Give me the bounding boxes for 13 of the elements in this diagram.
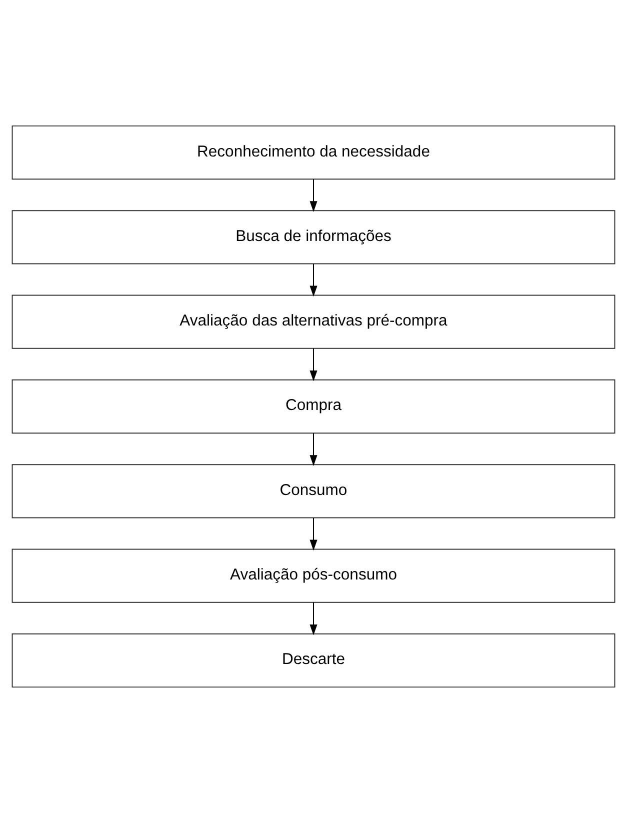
arrow	[310, 178, 318, 212]
node-box: Busca de informações	[12, 210, 616, 264]
node-box: Descarte	[12, 633, 616, 688]
arrow	[310, 602, 318, 636]
node-box: Reconhecimento da necessidade	[12, 125, 616, 180]
node-box: Consumo	[12, 464, 616, 518]
node-box: Avaliação pós-consumo	[12, 548, 616, 603]
node-box: Avaliação das alternativas pré-compra	[12, 294, 616, 349]
arrow	[310, 348, 318, 382]
arrow	[310, 263, 318, 297]
arrow	[310, 432, 318, 466]
node-box: Compra	[12, 379, 616, 434]
arrow	[310, 517, 318, 551]
